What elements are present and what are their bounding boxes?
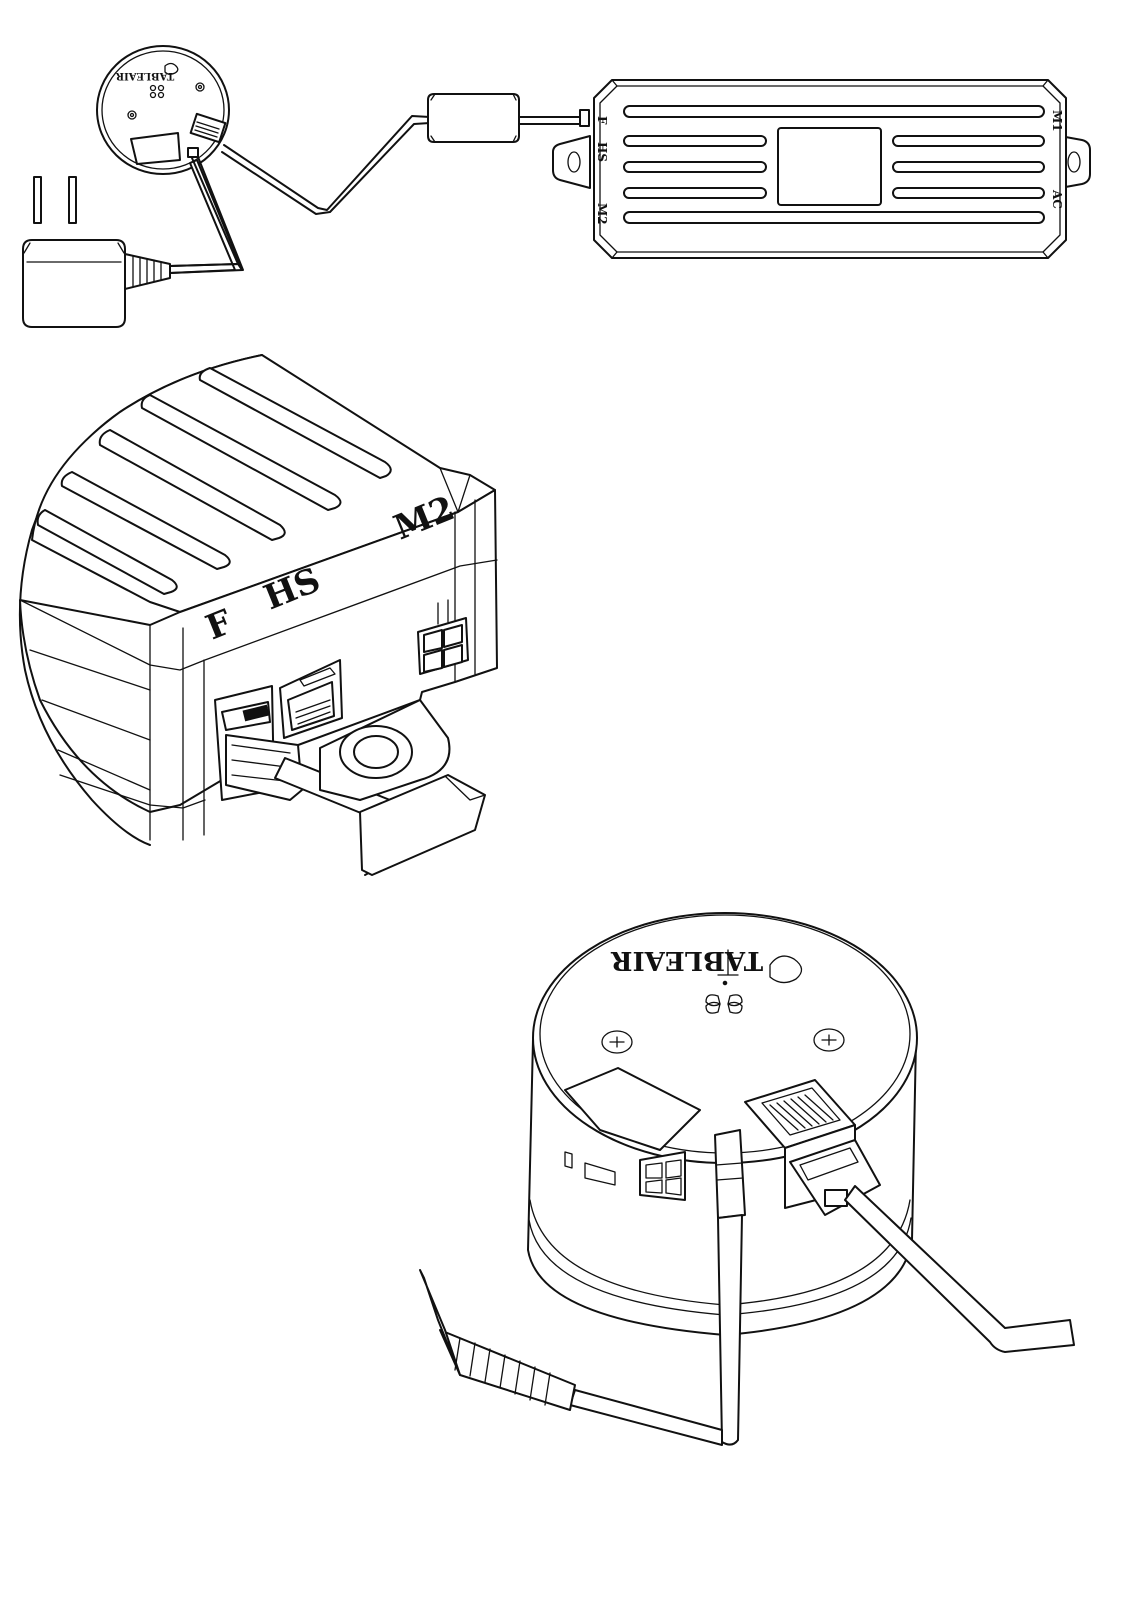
controller-box: F HS M2 M1 AC <box>552 79 1091 259</box>
brand-label: TABLEAIR <box>611 945 764 975</box>
label-m2-small: M2 <box>595 203 609 225</box>
overview-view: TABLEAIR <box>22 45 1091 328</box>
controller-closeup-view: F HS M2 <box>18 354 498 876</box>
label-m1: M1 <box>1050 110 1064 132</box>
ferrite-cable <box>221 93 590 215</box>
label-hs-small: HS <box>595 142 609 162</box>
label-f-small: F <box>595 116 609 125</box>
power-adapter <box>22 176 171 328</box>
brand-label-small: TABLEAIR <box>115 70 174 81</box>
sensor-unit-small: TABLEAIR <box>96 45 230 175</box>
port-hs-closeup <box>279 659 343 739</box>
sensor-closeup-view: TABLEAIR <box>419 912 1075 1446</box>
label-ac: AC <box>1050 189 1064 209</box>
port-m2-closeup <box>417 599 469 675</box>
